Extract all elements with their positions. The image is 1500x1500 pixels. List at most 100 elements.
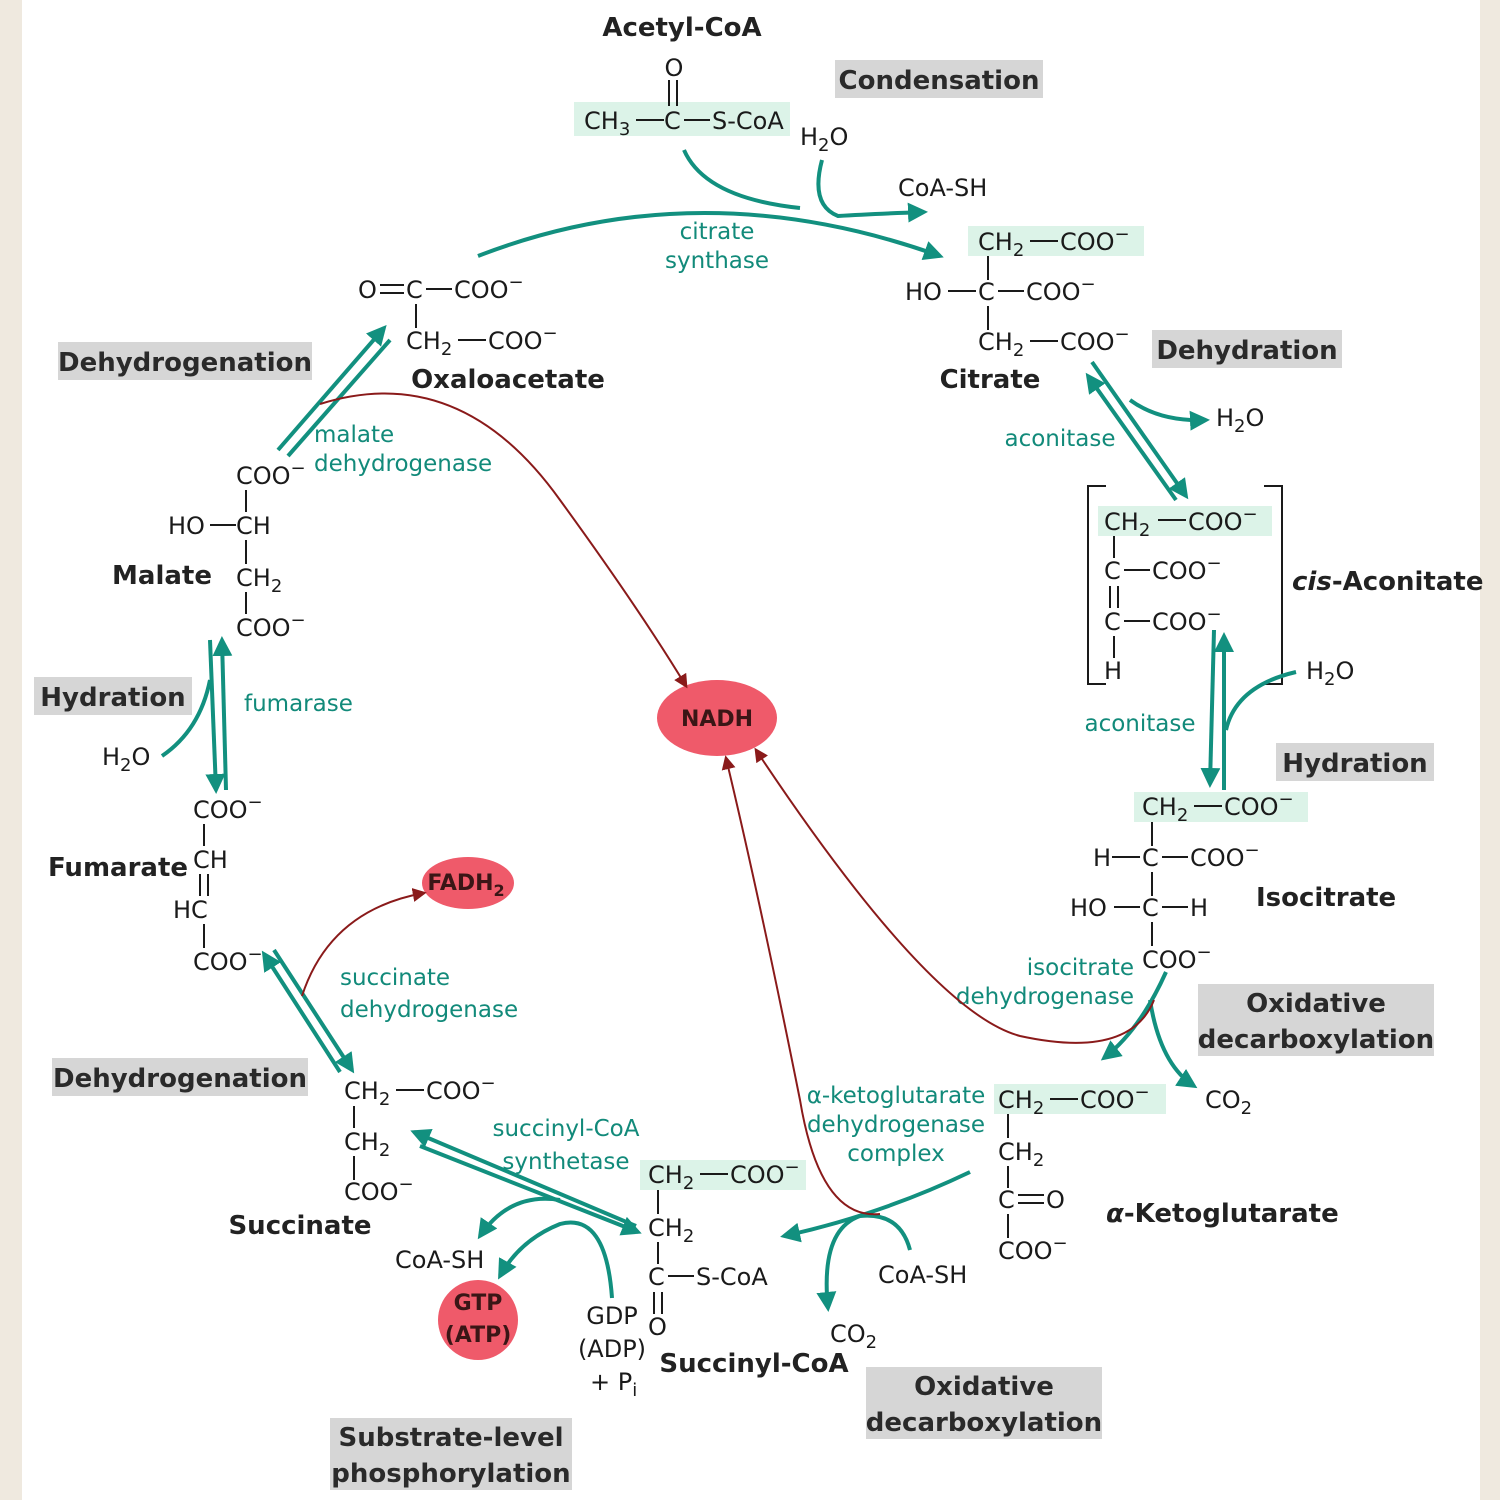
enzyme-succinate-dh-1: succinate <box>340 965 450 991</box>
succinyl-coa-name: Succinyl-CoA <box>659 1349 848 1379</box>
svg-text:H: H <box>1104 657 1122 685</box>
svg-text:S-CoA: S-CoA <box>696 1263 768 1291</box>
fumarate-name: Fumarate <box>48 853 188 883</box>
coa-sh-akg: CoA-SH <box>878 1261 967 1289</box>
enzyme-succinyl-coa-synthetase-1: succinyl-CoA <box>493 1116 640 1142</box>
svg-text:CH2: CH2 <box>236 564 282 597</box>
succinyl-coa-structure: CH2 COO− CH2 C S-CoA O Succinyl-CoA <box>648 1157 849 1379</box>
label-dehydration: Dehydration <box>1156 336 1337 366</box>
svg-text:COO−: COO− <box>1224 789 1294 821</box>
label-oxidative-decarboxylation-bottom-2: decarboxylation <box>866 1408 1102 1438</box>
svg-text:C: C <box>978 278 995 306</box>
svg-text:CH2: CH2 <box>1104 508 1150 541</box>
phosphate: + Pi <box>590 1368 637 1401</box>
page-background <box>22 0 1480 1500</box>
citrate-name: Citrate <box>940 365 1041 395</box>
svg-text:COO−: COO− <box>426 1073 496 1105</box>
cis-aconitate-structure: CH2 COO− C COO− C COO− H cis-Aconitate <box>1087 485 1483 685</box>
fadh2-ellipse <box>422 857 514 909</box>
enzyme-isocitrate-dh-1: isocitrate <box>1027 955 1134 981</box>
label-substrate-phosphorylation-1: Substrate-level <box>338 1423 563 1453</box>
svg-text:H: H <box>1190 894 1208 922</box>
svg-text:COO−: COO− <box>1026 274 1096 306</box>
h2o-condensation: H2O <box>800 123 848 156</box>
isocitrate-structure: CH2 COO− H C COO− HO C H COO− Isocitrate <box>1070 789 1396 974</box>
h2o-dehydration: H2O <box>1216 404 1264 437</box>
arrow-malate-nadh <box>319 392 688 689</box>
arrow-malate-forward <box>276 324 387 452</box>
reaction-labels: Condensation Dehydration Hydration Oxida… <box>34 60 1434 1490</box>
arrow-succinate-reverse <box>261 950 342 1074</box>
arrow-coa-release <box>477 1196 561 1240</box>
svg-text:COO−: COO− <box>1080 1082 1150 1114</box>
highlight-acetyl <box>574 102 790 136</box>
svg-text:CH: CH <box>236 512 271 540</box>
malate-name: Malate <box>112 561 212 591</box>
cis-aconitate-name: cis-Aconitate <box>1292 567 1483 597</box>
arrow-isocitrate-dh <box>1100 971 1168 1061</box>
svg-text:C: C <box>406 276 423 304</box>
svg-text:COO−: COO− <box>193 792 263 824</box>
enzyme-citrate-synthase-1: citrate <box>680 219 755 245</box>
svg-text:COO−: COO− <box>236 458 306 490</box>
co2-akg: CO2 <box>830 1320 877 1353</box>
label-substrate-phosphorylation-2: phosphorylation <box>331 1459 570 1489</box>
electron-carriers: NADH FADH2 GTP (ATP) <box>422 680 777 1360</box>
enzyme-akg-dh-3: complex <box>847 1141 944 1167</box>
coa-sh-condensation: CoA-SH <box>898 174 987 202</box>
arrow-succinate-forward <box>272 948 355 1074</box>
arrow-fumarase-forward <box>205 639 226 794</box>
acetyl-coa-structure: Acetyl-CoA O CH3 C S-CoA <box>584 13 784 140</box>
svg-text:C: C <box>1142 844 1159 872</box>
nadh-ellipse <box>657 680 777 756</box>
svg-text:COO−: COO− <box>193 944 263 976</box>
arrow-aconitase-reverse <box>1085 372 1178 502</box>
succinate-name: Succinate <box>228 1211 371 1241</box>
svg-text:C: C <box>1142 894 1159 922</box>
succinate-structure: CH2 COO− CH2 COO− Succinate <box>228 1073 495 1241</box>
svg-text:H: H <box>1093 844 1111 872</box>
h2o-hydration-right: H2O <box>1306 657 1354 690</box>
alpha-ketoglutarate-structure: CH2 COO− CH2 C O COO− α-Ketoglutarate <box>998 1082 1339 1265</box>
label-oxidative-decarboxylation-right-2: decarboxylation <box>1198 1025 1434 1055</box>
svg-text:COO−: COO− <box>454 272 524 304</box>
arrow-citrate-synthase <box>477 211 944 261</box>
svg-text:O: O <box>1046 1186 1065 1214</box>
svg-text:CH2: CH2 <box>978 328 1024 361</box>
svg-text:CH2: CH2 <box>998 1086 1044 1119</box>
arrow-gtp-formation <box>498 1220 614 1299</box>
label-hydration-left: Hydration <box>40 683 185 713</box>
arrow-h2o-coa <box>816 159 928 223</box>
arrow-akg-nadh <box>721 755 881 1216</box>
enzyme-malate-dh-1: malate <box>314 422 394 448</box>
enzyme-succinate-dh-2: dehydrogenase <box>340 997 518 1023</box>
svg-text:COO−: COO− <box>998 1233 1068 1265</box>
svg-text:COO−: COO− <box>1152 604 1222 636</box>
arrow-h2o-input <box>1224 670 1297 731</box>
svg-text:HO: HO <box>905 278 942 306</box>
svg-text:C: C <box>1104 608 1121 636</box>
svg-text:COO−: COO− <box>1060 224 1130 256</box>
svg-text:CH2: CH2 <box>344 1077 390 1110</box>
svg-text:O: O <box>648 1313 667 1341</box>
enzyme-isocitrate-dh-2: dehydrogenase <box>956 984 1134 1010</box>
atp-label: (ATP) <box>445 1323 512 1348</box>
nadh-label: NADH <box>681 707 753 732</box>
gtp-label: GTP <box>454 1291 503 1316</box>
svg-text:C: C <box>664 107 681 135</box>
enzyme-citrate-synthase-2: synthase <box>665 248 769 274</box>
enzyme-fumarase: fumarase <box>244 691 353 717</box>
arrow-akg-dh <box>780 1170 971 1243</box>
malate-structure: COO− HO CH CH2 COO− Malate <box>112 458 306 642</box>
highlight-akg <box>994 1084 1166 1114</box>
acetyl-coa-name: Acetyl-CoA <box>602 13 761 43</box>
svg-text:COO−: COO− <box>236 610 306 642</box>
adp: (ADP) <box>578 1335 646 1363</box>
oxaloacetate-structure: O C COO− CH2 COO− Oxaloacetate <box>358 272 605 395</box>
label-dehydrogenation-bottom: Dehydrogenation <box>53 1064 307 1094</box>
label-dehydrogenation-top: Dehydrogenation <box>58 348 312 378</box>
svg-text:COO−: COO− <box>1188 504 1258 536</box>
svg-text:COO−: COO− <box>1190 840 1260 872</box>
h2o-hydration-left: H2O <box>102 743 150 776</box>
